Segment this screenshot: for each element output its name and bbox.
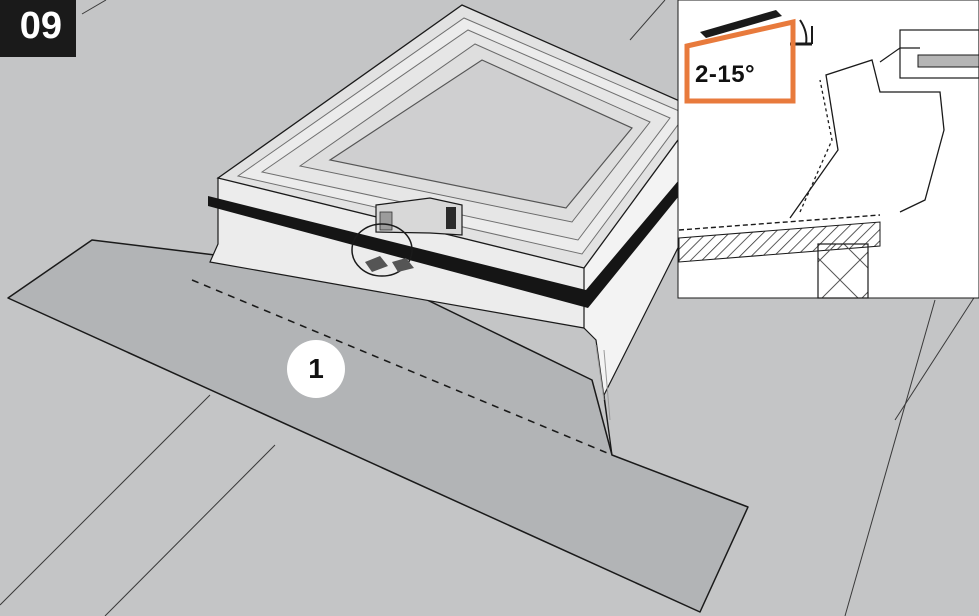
slope-angle-label: 2-15° [695, 61, 756, 88]
callout-1: 1 [287, 340, 345, 398]
curb-seal-band [208, 155, 700, 308]
curb-grooves [595, 344, 611, 421]
inset-membrane-line [678, 214, 881, 231]
inset-roof-deck [678, 221, 881, 263]
slope-bar [700, 10, 782, 38]
step-number-badge: 09 [0, 0, 76, 57]
slope-highlight-box [684, 18, 796, 104]
bracket-teeth [365, 256, 414, 272]
skylight-glass [328, 59, 633, 209]
inset-frame-profile [789, 59, 945, 219]
inset-timber-beam [817, 243, 869, 299]
mounting-bracket [375, 197, 463, 236]
detail-circle [351, 223, 413, 277]
detail-inset [677, 0, 979, 299]
membrane-fold-line [191, 279, 613, 456]
